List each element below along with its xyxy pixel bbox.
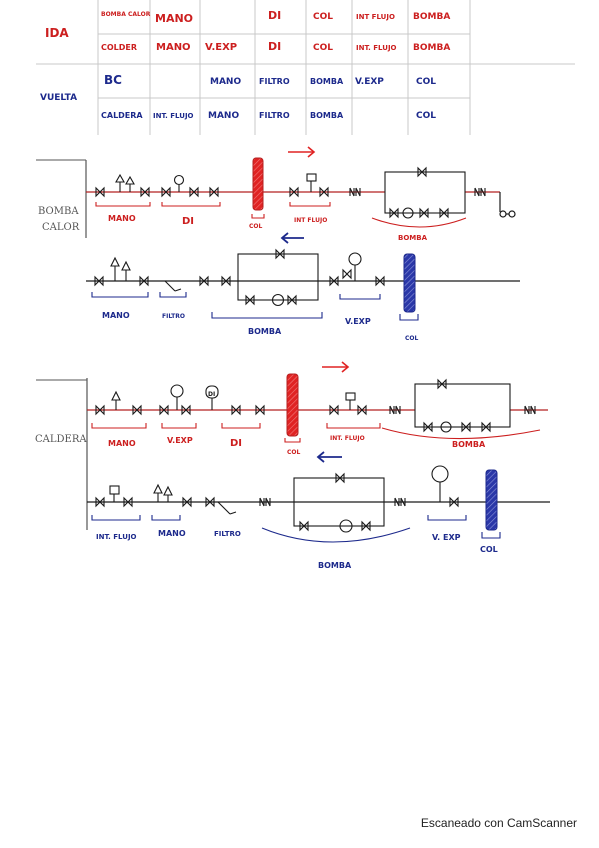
diagram-label: BOMBA bbox=[318, 561, 352, 570]
diagram-label: COL bbox=[480, 545, 498, 554]
ida-label: IDA bbox=[45, 26, 69, 40]
diagram-label: INT FLUJO bbox=[294, 217, 327, 224]
table-cell: INT. FLUJO bbox=[356, 44, 397, 52]
expansion-vessel-icon bbox=[170, 384, 184, 398]
table-cell: BOMBA bbox=[310, 77, 344, 86]
side-label: CALDERA bbox=[35, 434, 87, 445]
table-cell: BOMBA CALOR bbox=[101, 11, 151, 18]
diagram-label: MANO bbox=[158, 529, 186, 538]
table-cell: DI bbox=[268, 40, 281, 53]
flow-arrow-left bbox=[280, 232, 304, 244]
table-cell: DI bbox=[268, 9, 281, 22]
top-labels: MANO V.EXP DI COL INT. FLUJO BOMBA bbox=[108, 435, 486, 456]
diagram-bomba-calor: BOMBA CALOR bbox=[36, 146, 520, 342]
diagram-label: V. EXP bbox=[432, 533, 461, 542]
diagram-label: BOMBA bbox=[398, 234, 428, 242]
collector-red bbox=[286, 373, 299, 437]
expansion-vessel-icon bbox=[431, 465, 449, 483]
table-cell: FILTRO bbox=[259, 77, 290, 86]
table-cell: COL bbox=[313, 43, 333, 53]
diagram-label: MANO bbox=[108, 439, 136, 448]
top-labels: MANO DI COL INT FLUJO BOMBA bbox=[108, 214, 428, 242]
expansion-vessel-icon bbox=[348, 252, 362, 266]
flow-arrow-right bbox=[322, 361, 350, 373]
diagram-label: FILTRO bbox=[214, 530, 241, 538]
table-cell: BOMBA bbox=[413, 43, 450, 53]
valve-group bbox=[95, 378, 536, 433]
table-cell: MANO bbox=[155, 12, 193, 25]
diagram-label: COL bbox=[287, 449, 301, 456]
diagram-label: BOMBA bbox=[248, 327, 282, 336]
side-label-line-1: BOMBA bbox=[38, 206, 79, 217]
flow-arrow-right bbox=[288, 146, 316, 158]
table-cell: BOMBA bbox=[310, 111, 344, 120]
pump-icon bbox=[271, 293, 285, 307]
valve-group bbox=[95, 166, 486, 219]
table-cell: MANO bbox=[156, 42, 191, 53]
ida-row-2: COLDER MANO V.EXP DI COL INT. FLUJO BOMB… bbox=[101, 40, 450, 53]
vuelta-row-1: BC MANO FILTRO BOMBA V.EXP COL bbox=[104, 73, 436, 87]
di-badge: DI bbox=[208, 391, 215, 398]
return-valves bbox=[94, 248, 385, 307]
table-cell: COL bbox=[416, 77, 436, 87]
diagram-label: INT. FLUJO bbox=[330, 435, 365, 442]
table-cell: BOMBA bbox=[413, 12, 450, 22]
table-cell: MANO bbox=[208, 111, 239, 121]
summary-table bbox=[36, 0, 575, 135]
table-cell: FILTRO bbox=[259, 111, 290, 120]
ida-row-1: BOMBA CALOR MANO DI COL INT FLUJO BOMBA bbox=[101, 9, 450, 25]
label-brackets-bottom bbox=[91, 292, 419, 321]
table-cell: COL bbox=[313, 12, 333, 22]
collector-blue bbox=[403, 253, 416, 313]
diagram-label: COL bbox=[405, 335, 419, 342]
diagram-label: DI bbox=[182, 216, 194, 227]
diagram-label: DI bbox=[230, 438, 242, 449]
vuelta-label: VUELTA bbox=[40, 93, 77, 103]
side-label-line-2: CALOR bbox=[42, 222, 80, 233]
table-cell: INT FLUJO bbox=[356, 13, 395, 21]
meter-icon bbox=[173, 174, 185, 186]
table-cell: CALDERA bbox=[101, 111, 143, 120]
bottom-labels: MANO FILTRO BOMBA V.EXP COL bbox=[102, 311, 419, 342]
diagram-caldera: CALDERA bbox=[35, 361, 550, 570]
diagram-label: INT. FLUJO bbox=[96, 533, 137, 541]
diagram-label: BOMBA bbox=[452, 440, 486, 449]
collector-red bbox=[252, 157, 264, 211]
flow-arrow-left bbox=[316, 451, 342, 463]
label-brackets-top bbox=[95, 202, 467, 228]
return-valves bbox=[95, 465, 459, 533]
pump-icon bbox=[339, 519, 353, 533]
table-cell: V.EXP bbox=[205, 42, 237, 53]
table-cell: MANO bbox=[210, 77, 241, 87]
table-cell: V.EXP bbox=[355, 77, 384, 87]
table-cell: COL bbox=[416, 111, 436, 121]
supply-end bbox=[499, 192, 516, 218]
label-brackets-top bbox=[91, 423, 541, 443]
table-cell: COLDER bbox=[101, 43, 137, 52]
pump-icon bbox=[440, 421, 452, 433]
label-brackets-bottom bbox=[91, 515, 501, 543]
diagram-label: MANO bbox=[102, 311, 130, 320]
table-cell: BC bbox=[104, 73, 122, 87]
diagram-label: V.EXP bbox=[167, 436, 193, 445]
scanner-watermark: Escaneado con CamScanner bbox=[420, 816, 577, 830]
diagram-label: MANO bbox=[108, 214, 136, 223]
collector-blue bbox=[485, 469, 498, 531]
bottom-labels: INT. FLUJO MANO FILTRO BOMBA V. EXP COL bbox=[96, 529, 498, 570]
vuelta-row-2: CALDERA INT. FLUJO MANO FILTRO BOMBA COL bbox=[101, 111, 436, 121]
table-cell: INT. FLUJO bbox=[153, 112, 194, 120]
diagram-label: V.EXP bbox=[345, 317, 371, 326]
pump-icon bbox=[402, 207, 414, 219]
diagram-label: COL bbox=[249, 223, 263, 230]
diagram-label: FILTRO bbox=[162, 313, 185, 320]
